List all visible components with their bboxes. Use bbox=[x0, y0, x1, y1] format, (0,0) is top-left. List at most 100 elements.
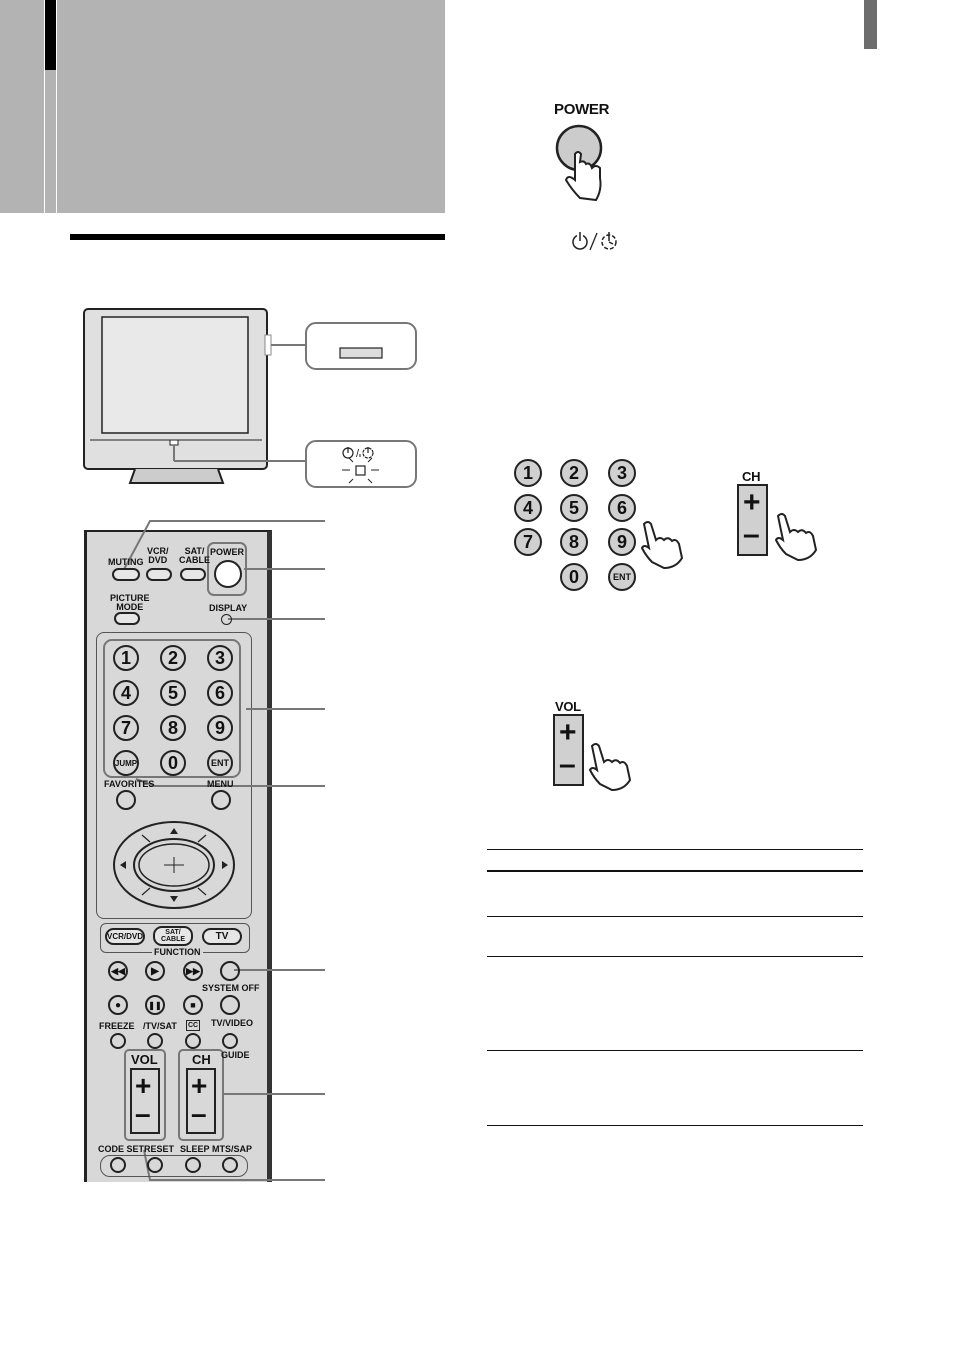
function-sat-cable-button[interactable]: SAT/ CABLE bbox=[153, 926, 193, 946]
record-icon: ● bbox=[114, 999, 122, 1011]
stop-icon: ■ bbox=[190, 1000, 196, 1010]
arrow-down-icon bbox=[170, 896, 178, 902]
vol-rocker-illustration: + – bbox=[553, 714, 584, 786]
remote-keypad-panel bbox=[96, 632, 252, 919]
sat-cable-label: SAT/ CABLE bbox=[179, 546, 210, 565]
table-rule-header bbox=[487, 870, 863, 872]
freeze-button[interactable] bbox=[110, 1033, 126, 1049]
arrow-up-icon bbox=[170, 828, 178, 834]
illustration-key-ent: ENT bbox=[608, 563, 636, 591]
power-standby-icon bbox=[572, 231, 617, 251]
function-label: FUNCTION bbox=[152, 947, 203, 957]
remote-key-1[interactable]: 1 bbox=[113, 645, 139, 671]
table-rule-row-2 bbox=[487, 956, 863, 957]
table-rule-row-1 bbox=[487, 916, 863, 917]
picture-mode-button[interactable] bbox=[114, 612, 140, 625]
stop-button[interactable]: ■ bbox=[183, 995, 203, 1015]
remote-ch-rocker[interactable]: + – bbox=[186, 1068, 216, 1134]
hand-pointer-icon bbox=[640, 521, 684, 570]
menu-button[interactable] bbox=[211, 790, 231, 810]
remote-key-ent[interactable]: ENT bbox=[207, 750, 233, 776]
illustration-key-4: 4 bbox=[514, 494, 542, 522]
power-button[interactable] bbox=[214, 560, 242, 588]
reset-label: RESET bbox=[144, 1144, 175, 1154]
hand-pointer-icon bbox=[774, 513, 818, 562]
fast-forward-button[interactable]: ▶▶ bbox=[183, 961, 203, 981]
pause-icon: ❚❚ bbox=[148, 1000, 162, 1010]
code-set-label: CODE SET bbox=[98, 1144, 145, 1154]
chapter-header-block bbox=[0, 0, 445, 213]
mts-sap-button[interactable] bbox=[222, 1157, 238, 1173]
remote-key-9[interactable]: 9 bbox=[207, 715, 233, 741]
remote-key-6[interactable]: 6 bbox=[207, 680, 233, 706]
sleep-button[interactable] bbox=[185, 1157, 201, 1173]
reset-button[interactable] bbox=[147, 1157, 163, 1173]
favorites-button[interactable] bbox=[116, 790, 136, 810]
illustration-key-2: 2 bbox=[560, 459, 588, 487]
illustration-key-9: 9 bbox=[608, 528, 636, 556]
cc-button[interactable] bbox=[185, 1033, 201, 1049]
menu-label: MENU bbox=[207, 779, 234, 789]
pause-button[interactable]: ❚❚ bbox=[145, 995, 165, 1015]
bottom-button-bar bbox=[100, 1155, 248, 1177]
system-off-button[interactable] bbox=[220, 995, 240, 1015]
power-illustration-label: POWER bbox=[554, 101, 610, 118]
function-tv-button[interactable]: TV bbox=[202, 928, 242, 945]
hand-pointer-icon bbox=[588, 743, 632, 792]
play-button[interactable]: ▶ bbox=[145, 961, 165, 981]
navigation-dpad[interactable] bbox=[112, 820, 236, 910]
power-label: POWER bbox=[210, 547, 245, 557]
system-off-label: SYSTEM OFF bbox=[202, 983, 260, 993]
favorites-label: FAVORITES bbox=[104, 779, 155, 789]
chapter-header-black-tab bbox=[44, 0, 57, 70]
vcr-dvd-label: VCR/ DVD bbox=[147, 546, 169, 565]
remote-ch-label: CH bbox=[192, 1052, 211, 1067]
tv-illustration: / bbox=[83, 308, 417, 488]
table-rule-row-3 bbox=[487, 1050, 863, 1051]
remote-key-0[interactable]: 0 bbox=[160, 750, 186, 776]
rewind-button[interactable]: ◀◀ bbox=[108, 961, 128, 981]
tv-video-button[interactable] bbox=[222, 1033, 238, 1049]
fast-forward-icon: ▶▶ bbox=[186, 965, 200, 976]
illustration-key-0: 0 bbox=[560, 563, 588, 591]
display-button[interactable] bbox=[221, 614, 232, 625]
transport-extra-button[interactable] bbox=[220, 961, 240, 981]
sat-cable-button[interactable] bbox=[180, 568, 206, 581]
arrow-right-icon bbox=[222, 861, 228, 869]
remote-key-7[interactable]: 7 bbox=[113, 715, 139, 741]
chapter-header-divider bbox=[44, 0, 45, 213]
illustration-key-8: 8 bbox=[560, 528, 588, 556]
vcr-dvd-button[interactable] bbox=[146, 568, 172, 581]
remote-key-3[interactable]: 3 bbox=[207, 645, 233, 671]
illustration-key-6: 6 bbox=[608, 494, 636, 522]
table-rule-bottom bbox=[487, 1125, 863, 1126]
illustration-key-3: 3 bbox=[608, 459, 636, 487]
muting-button[interactable] bbox=[112, 568, 140, 581]
display-label: DISPLAY bbox=[209, 603, 248, 613]
rewind-icon: ◀◀ bbox=[111, 965, 125, 976]
remote-key-8[interactable]: 8 bbox=[160, 715, 186, 741]
sleep-label: SLEEP bbox=[180, 1144, 210, 1154]
remote-key-4[interactable]: 4 bbox=[113, 680, 139, 706]
remote-key-5[interactable]: 5 bbox=[160, 680, 186, 706]
section-rule bbox=[70, 234, 445, 240]
remote-key-jump[interactable]: JUMP bbox=[113, 750, 139, 776]
ch-illustration-label: CH bbox=[742, 469, 761, 484]
remote-vol-label: VOL bbox=[131, 1052, 158, 1067]
record-button[interactable]: ● bbox=[108, 995, 128, 1015]
cc-label: CC bbox=[186, 1020, 201, 1031]
mts-sap-label: MTS/SAP bbox=[212, 1144, 253, 1154]
muting-label: MUTING bbox=[108, 557, 144, 567]
freeze-label: FREEZE bbox=[99, 1021, 135, 1031]
illustration-key-5: 5 bbox=[560, 494, 588, 522]
code-set-button[interactable] bbox=[110, 1157, 126, 1173]
guide-label: GUIDE bbox=[221, 1050, 250, 1060]
tv-sat-label: /TV/SAT bbox=[143, 1021, 177, 1031]
table-rule-top bbox=[487, 849, 863, 850]
tv-sat-button[interactable] bbox=[147, 1033, 163, 1049]
remote-vol-rocker[interactable]: + – bbox=[130, 1068, 160, 1134]
remote-key-2[interactable]: 2 bbox=[160, 645, 186, 671]
power-button-illustration bbox=[555, 124, 603, 202]
function-vcr-dvd-button[interactable]: VCR/DVD bbox=[105, 928, 145, 945]
